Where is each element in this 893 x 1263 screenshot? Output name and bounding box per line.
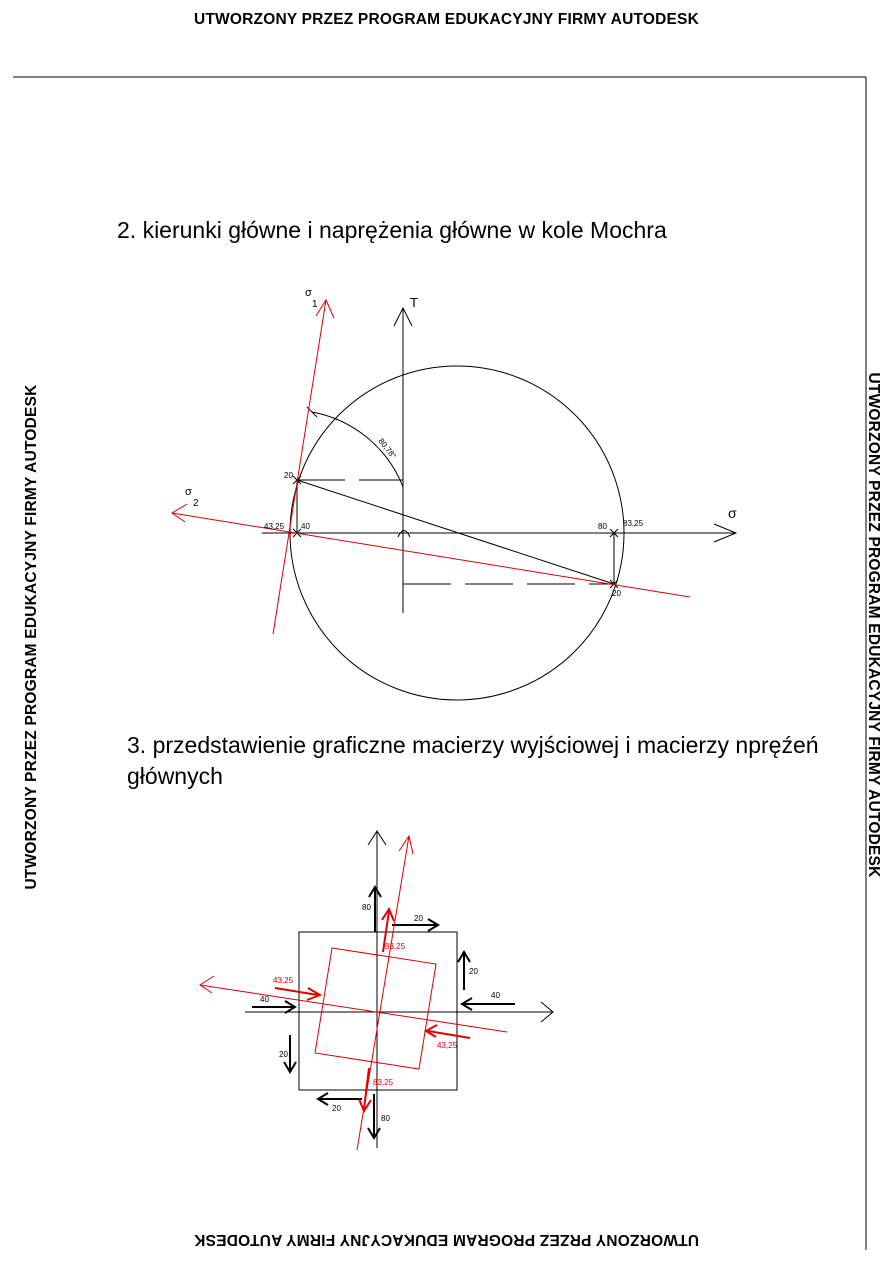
element-x-axis-arrowhead (540, 1001, 554, 1023)
circle-diameter (296, 479, 615, 585)
label-red-43-25-right: 43,25 (437, 1041, 458, 1050)
principal-element (199, 834, 508, 1151)
sigma2-arrowhead (171, 503, 188, 523)
sigma-axis-arrowhead (713, 523, 738, 543)
section-3-heading: 3. przedstawienie graficzne macierzy wyj… (127, 732, 819, 789)
principal-element-square (314, 947, 437, 1070)
original-element-square (298, 931, 458, 1091)
label-right-20: 20 (469, 967, 478, 976)
label-left-40: 40 (260, 995, 269, 1004)
label-top-80: 80 (362, 903, 371, 912)
principal-stress-arrows (274, 906, 471, 1114)
sigma1-subscript: 1 (312, 299, 318, 310)
label-right-40: 40 (491, 991, 500, 1000)
watermark-top: UTWORZONY PRZEZ PROGRAM EDUKACYJNY FIRMY… (194, 11, 699, 28)
value-label-40: 40 (301, 522, 310, 531)
sigma2-direction (171, 512, 691, 598)
red-arrow-bottom-83-25 (363, 1067, 370, 1110)
section-2-heading: 2. kierunki główne i naprężenia główne w… (117, 217, 667, 243)
sigma1-arrowhead (315, 298, 335, 319)
label-red-83-25-top: 83,25 (385, 942, 406, 951)
label-bottom-80: 80 (381, 1114, 390, 1123)
tau-axis-arrowhead (393, 306, 413, 327)
small-arc-1 (397, 530, 411, 538)
principal-directions (171, 298, 691, 635)
angle-arc (311, 411, 404, 488)
label-left-20: 20 (279, 1050, 288, 1059)
sigma2-letter: σ (185, 486, 192, 498)
sigma2-subscript: 2 (193, 498, 199, 509)
red-arrow-right-43-25 (427, 1030, 471, 1039)
stress-element-diagram (245, 830, 554, 1148)
label-red-43-25-left: 43,25 (273, 976, 294, 985)
original-stress-arrows (252, 885, 515, 1140)
value-label-80: 80 (598, 522, 607, 531)
sigma-axis-label: σ (728, 505, 737, 521)
label-red-83-25-bottom: 83,25 (373, 1078, 394, 1087)
point-label-20-right: 20 (612, 589, 621, 598)
mohr-circle-diagram (262, 306, 738, 701)
element-y-axis-arrowhead (367, 830, 387, 846)
sigma1-direction (272, 299, 327, 635)
label-bottom-20: 20 (332, 1104, 341, 1113)
sigma1-letter: σ (305, 287, 312, 299)
red-arrow-left-43-25 (274, 987, 319, 996)
label-top-20: 20 (414, 914, 423, 923)
angle-label: 80,78° (376, 437, 397, 461)
mohr-labels: T σ σ 1 σ 2 80,78° 20 43,25 40 80 83,25 … (185, 287, 737, 598)
principal-axis-2 (199, 984, 508, 1033)
red-arrow-top-83-25 (382, 910, 390, 953)
tau-axis-label: T (410, 295, 418, 310)
value-label-43-25-left: 43,25 (264, 522, 285, 531)
principal-axis-2-arrowhead (199, 975, 215, 994)
principal-axis-1-arrowhead (398, 834, 414, 855)
value-label-83-25-right: 83,25 (623, 519, 644, 528)
frame-lines (13, 76, 867, 1250)
point-label-20-left: 20 (284, 471, 293, 480)
element-labels: 80 20 83,25 20 40 43,25 40 20 43,25 83,2… (260, 903, 500, 1123)
